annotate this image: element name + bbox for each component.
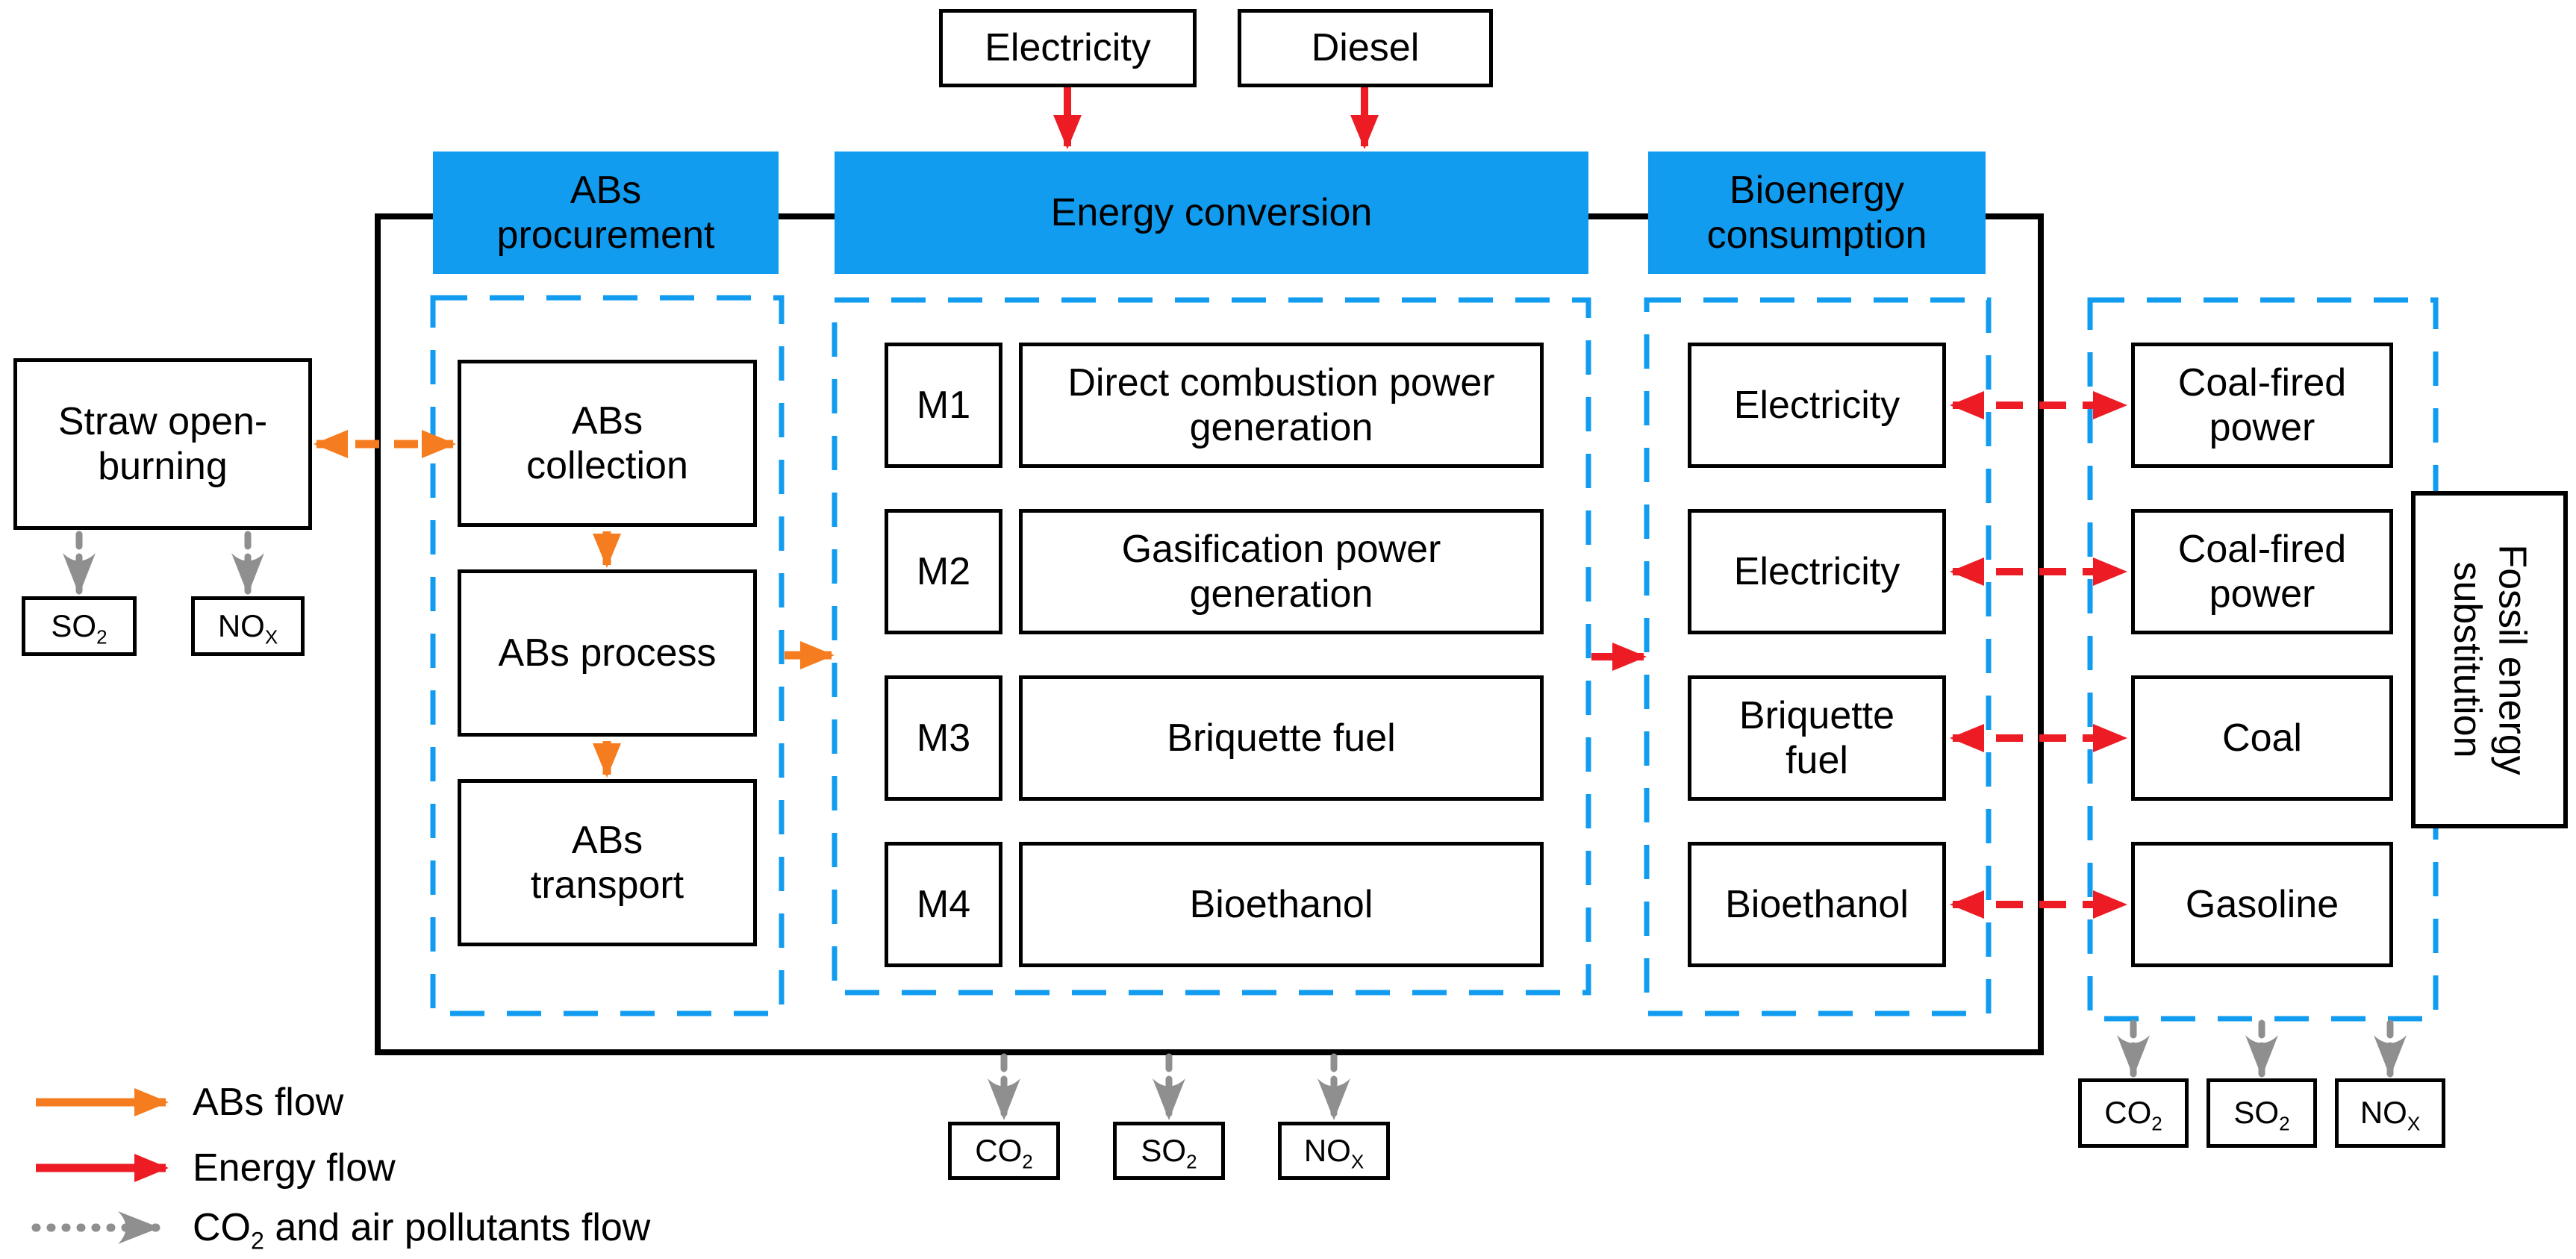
straw-open-burning-label: Straw open-burning [57,399,268,488]
header-bioenergy-consumption-label: Bioenergy consumption [1706,168,1927,257]
substitution-nox-label: NOX [2360,1095,2421,1135]
substitution-coal-power2-box: Coal-fired power [2131,509,2393,634]
method-m2-label: Gasification power generation [1121,527,1441,616]
abs-transport-label: ABs transport [530,818,684,907]
conversion-nox-box: NOX [1278,1122,1390,1180]
code-m4-label: M4 [916,882,971,926]
abs-process-box: ABs process [458,569,757,737]
legend-pollutant-flow-label: CO2 and air pollutants flow [193,1206,651,1255]
substitution-co2-box: CO2 [2078,1078,2189,1148]
code-m1-box: M1 [885,343,1002,468]
fossil-energy-substitution-box: Fossil energy substitution [2411,491,2568,828]
substitution-gasoline-box: Gasoline [2131,842,2393,967]
conversion-co2-label: CO2 [975,1132,1033,1173]
input-diesel-box: Diesel [1238,9,1493,87]
header-energy-conversion: Energy conversion [835,151,1588,274]
straw-so2-label: SO2 [51,607,107,649]
consumption-electricity2-box: Electricity [1688,509,1946,634]
code-m2-box: M2 [885,509,1002,634]
method-m3-label: Briquette fuel [1167,716,1396,760]
input-electricity-label: Electricity [985,26,1151,70]
consumption-bioethanol-label: Bioethanol [1725,882,1909,926]
conversion-co2-box: CO2 [948,1122,1060,1180]
abs-collection-box: ABs collection [458,360,757,527]
consumption-electricity2-label: Electricity [1733,549,1900,593]
method-m2-box: Gasification power generation [1019,509,1544,634]
abs-transport-box: ABs transport [458,779,757,946]
method-m1-box: Direct combustion power generation [1019,343,1544,468]
substitution-coal-label: Coal [2222,716,2302,760]
code-m1-label: M1 [916,383,971,427]
code-m3-box: M3 [885,675,1002,801]
substitution-co2-label: CO2 [2104,1095,2162,1135]
header-abs-procurement: ABs procurement [433,151,779,274]
consumption-electricity1-box: Electricity [1688,343,1946,468]
method-m4-box: Bioethanol [1019,842,1544,967]
substitution-coal-power1-label: Coal-fired power [2177,360,2347,449]
substitution-coal-power2-label: Coal-fired power [2177,527,2347,616]
code-m2-label: M2 [916,549,971,593]
substitution-nox-box: NOX [2335,1078,2445,1148]
legend-energy-flow-label: Energy flow [193,1146,396,1190]
code-m4-box: M4 [885,842,1002,967]
straw-nox-label: NOX [217,607,278,649]
fossil-energy-substitution-label: Fossil energy substitution [2445,544,2534,775]
substitution-coal-box: Coal [2131,675,2393,801]
group-border-consumption [1644,297,1992,1016]
header-abs-procurement-label: ABs procurement [496,168,715,257]
substitution-coal-power1-box: Coal-fired power [2131,343,2393,468]
conversion-so2-box: SO2 [1113,1122,1225,1180]
consumption-electricity1-label: Electricity [1733,383,1900,427]
conversion-nox-label: NOX [1303,1132,1365,1173]
header-bioenergy-consumption: Bioenergy consumption [1648,151,1986,274]
group-border-procurement [430,295,785,1016]
input-electricity-box: Electricity [939,9,1197,87]
method-m4-label: Bioethanol [1189,882,1373,926]
legend-abs-flow-label: ABs flow [193,1081,344,1124]
abs-collection-label: ABs collection [526,399,688,487]
input-diesel-label: Diesel [1311,26,1420,70]
substitution-so2-label: SO2 [2233,1095,2290,1135]
substitution-gasoline-label: Gasoline [2185,882,2339,926]
method-m1-label: Direct combustion power generation [1067,360,1495,449]
straw-nox-box: NOX [191,596,305,656]
conversion-so2-label: SO2 [1141,1132,1197,1173]
code-m3-label: M3 [916,716,971,760]
consumption-briquette-label: Briquette fuel [1738,693,1895,782]
abs-process-label: ABs process [498,631,717,675]
straw-open-burning-box: Straw open-burning [13,358,312,530]
group-border-conversion [832,297,1591,996]
consumption-briquette-box: Briquette fuel [1688,675,1946,801]
straw-so2-box: SO2 [22,596,137,656]
method-m3-box: Briquette fuel [1019,675,1544,801]
consumption-bioethanol-box: Bioethanol [1688,842,1946,967]
substitution-so2-box: SO2 [2207,1078,2317,1148]
header-energy-conversion-label: Energy conversion [1050,190,1373,234]
